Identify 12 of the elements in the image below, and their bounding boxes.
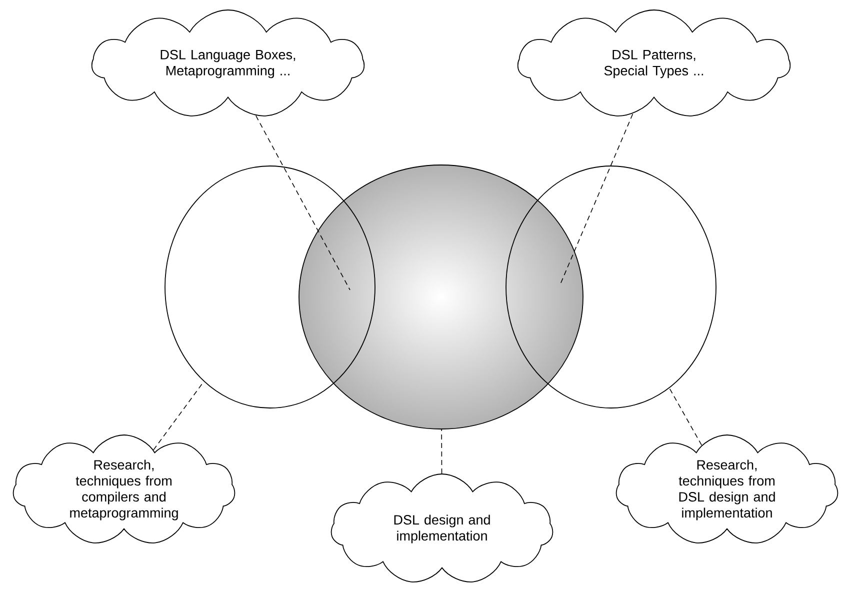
venn-circle <box>298 164 584 430</box>
venn-circle <box>164 166 376 408</box>
cloud-callout: DSL design and implementation <box>330 474 554 582</box>
leader-line <box>669 388 702 446</box>
cloud-callout: Research, techniques from compilers and metaprogramming <box>12 434 236 544</box>
venn-circle <box>506 166 716 408</box>
cloud-callout: Research, techniques from DSL design and implementation <box>616 434 838 544</box>
leader-line <box>256 115 350 290</box>
cloud-callout: DSL Language Boxes, Metaprogramming ... <box>91 10 365 116</box>
cloud-callout: DSL Patterns, Special Types ... <box>517 10 791 116</box>
leader-line <box>441 429 442 474</box>
leader-line <box>560 114 634 286</box>
